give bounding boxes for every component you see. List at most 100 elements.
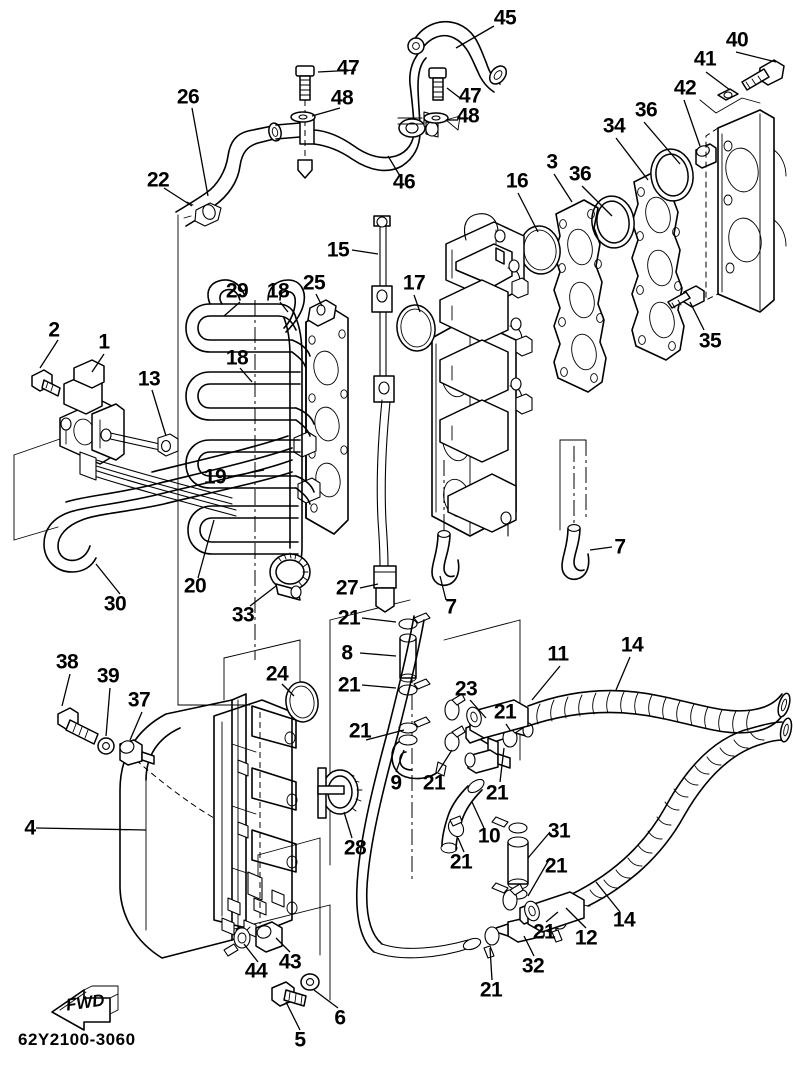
- callout-18b: 18: [225, 346, 249, 370]
- callout-7b: 7: [445, 595, 457, 619]
- callout-47a: 47: [336, 56, 360, 80]
- part-11-hose-connector: [466, 699, 529, 739]
- callout-37: 37: [127, 688, 151, 712]
- callout-13: 13: [137, 367, 161, 391]
- leader-lines: [35, 25, 777, 1031]
- callout-21i: 21: [532, 920, 556, 944]
- part-24-o-ring-gasket: [285, 681, 319, 723]
- callout-21c: 21: [493, 700, 517, 724]
- callout-42: 42: [673, 76, 697, 100]
- callout-43: 43: [278, 950, 302, 974]
- callout-48a: 48: [330, 86, 354, 110]
- part-23-lower-fitting: [464, 749, 511, 774]
- part-36-o-ring-b: [591, 195, 635, 249]
- callout-35: 35: [698, 329, 722, 353]
- clamp-21-i: [483, 926, 500, 959]
- part-14-corrugated-hose-upper: [527, 689, 791, 734]
- engine-carburetor-assembly: [431, 213, 533, 537]
- callout-26: 26: [176, 85, 200, 109]
- callout-38: 38: [55, 650, 79, 674]
- callout-4: 4: [24, 816, 36, 840]
- part-36-o-ring-a: [650, 148, 694, 202]
- part-35-bolt: [667, 285, 705, 309]
- part-45-hose: [407, 20, 508, 93]
- part-13-link-rod: [100, 428, 179, 457]
- clamp-21-g: [491, 816, 528, 834]
- fuel-hose-bundle: [185, 279, 315, 567]
- group-frames: [13, 214, 587, 1001]
- callout-15: 15: [326, 238, 350, 262]
- part-44-clamp: [223, 925, 251, 957]
- callout-33: 33: [231, 603, 255, 627]
- part-27-connector-block: [373, 399, 397, 613]
- callout-36b: 36: [568, 162, 592, 186]
- callout-36a: 36: [634, 98, 658, 122]
- clamp-21-l: [502, 883, 524, 911]
- callout-22: 22: [146, 168, 170, 192]
- part-5-bolt: [271, 981, 307, 1007]
- part-1-fuel-pump-assembly: [59, 359, 237, 517]
- callout-6: 6: [334, 1006, 346, 1030]
- callout-5: 5: [294, 1028, 306, 1052]
- long-routed-hose: [355, 615, 482, 959]
- part-3-exhaust-inner-cover: [553, 199, 607, 393]
- callout-17: 17: [402, 271, 426, 295]
- part-48-washer-b: [423, 112, 449, 124]
- callout-39: 39: [96, 664, 120, 688]
- callout-40: 40: [725, 28, 749, 52]
- callout-41: 41: [693, 47, 717, 71]
- callout-10: 10: [477, 824, 501, 848]
- part-30-hose: [43, 435, 293, 573]
- cylinder-block-partial: [705, 109, 787, 313]
- callout-21h: 21: [544, 854, 568, 878]
- callout-18a: 18: [266, 279, 290, 303]
- clamp-21-k: [444, 693, 466, 721]
- part-31-joint-pipe: [507, 836, 529, 890]
- part-40-bolt: [741, 59, 785, 91]
- part-28-hose-clamp: [317, 767, 363, 819]
- callout-21a: 21: [337, 606, 361, 630]
- part-10-hose: [440, 778, 485, 854]
- callout-11: 11: [547, 642, 569, 666]
- callout-46: 46: [392, 170, 416, 194]
- callout-44: 44: [244, 959, 268, 983]
- callout-25: 25: [302, 271, 326, 295]
- part-6-washer: [300, 973, 320, 991]
- callout-1: 1: [98, 330, 110, 354]
- callout-47b: 47: [458, 84, 482, 108]
- callout-8: 8: [341, 641, 353, 665]
- callout-32: 32: [521, 954, 545, 978]
- callout-27: 27: [335, 576, 359, 600]
- part-12-hose-connector: [524, 891, 585, 933]
- callout-14a: 14: [620, 633, 644, 657]
- clamp-21-d: [444, 725, 466, 752]
- drawing-part-number: 62Y2100-3060: [18, 1030, 136, 1049]
- part-33-hose-clamp: [269, 552, 311, 601]
- callout-3: 3: [546, 150, 558, 174]
- callout-29: 29: [225, 279, 249, 303]
- callout-28: 28: [343, 836, 367, 860]
- callout-21f: 21: [485, 781, 509, 805]
- callout-21d: 21: [348, 719, 372, 743]
- part-38-bolt: [57, 707, 99, 745]
- part-47-bolt-a: [295, 65, 315, 179]
- fwd-arrow-icon: [51, 985, 119, 1031]
- callout-45: 45: [493, 6, 517, 30]
- part-4-silencer-cover: [119, 693, 298, 959]
- part-39-washer: [97, 737, 115, 755]
- callout-19: 19: [203, 465, 227, 489]
- part-17-seal-cap: [396, 304, 436, 352]
- part-48-washer-a: [290, 111, 316, 123]
- callout-23: 23: [454, 677, 478, 701]
- clamp-21-f: [447, 815, 465, 838]
- part-7-hose-elbow-b: [561, 446, 590, 581]
- callout-7a: 7: [614, 535, 626, 559]
- part-2-bolt: [31, 369, 61, 397]
- callout-12: 12: [574, 926, 598, 950]
- part-14-corrugated-hose-lower: [567, 717, 793, 907]
- callout-21g: 21: [449, 850, 473, 874]
- part-25-bracket-plate: [293, 299, 349, 535]
- part-15-rod-linkage: [371, 215, 395, 403]
- part-22-clamp: [183, 201, 222, 227]
